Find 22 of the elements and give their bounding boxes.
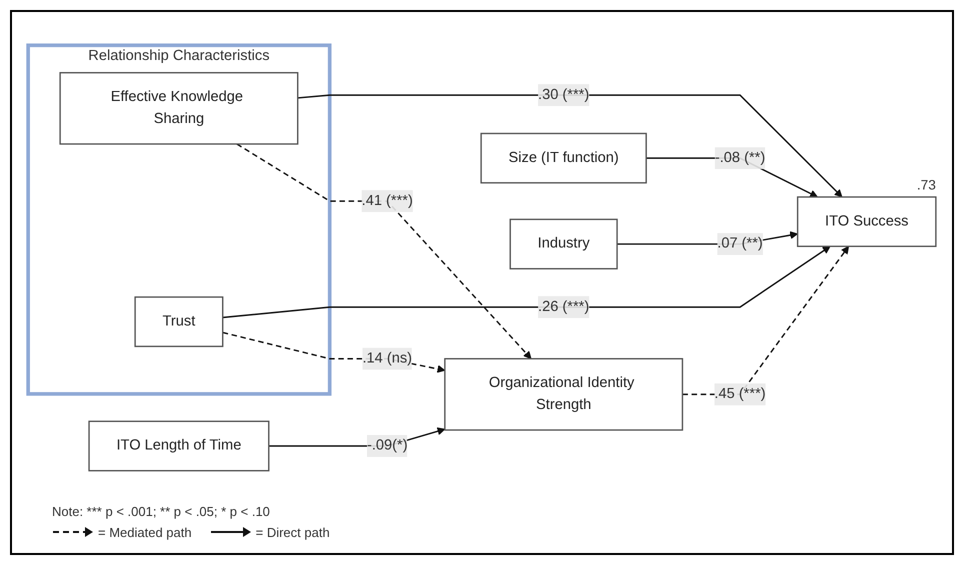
legend-text: = Direct path [256,524,330,540]
node-box: Trust [134,296,224,347]
edge-label: -.09(*) [366,438,408,454]
node-box: ITO Success [796,196,937,247]
edge-label: .14 (ns) [362,350,412,366]
edge-label: .26 (***) [538,298,590,314]
node-box: Size (IT function) [480,132,647,184]
r-squared-value: .73 [916,177,936,192]
node-box: Organizational Identity Strength [444,358,684,430]
edge-label: .45 (***) [714,386,766,402]
edge-label: -.08 (**) [714,150,766,166]
edge-label: .41 (***) [362,192,413,208]
node-box: ITO Length of Time [88,420,270,472]
arrow [222,246,831,318]
note-text: Note: *** p < .001; ** p < .05; * p < .10 [52,504,271,518]
arrow [222,332,446,373]
legend-text: = Mediated path [98,524,192,540]
node-box: Effective Knowledge Sharing [59,72,298,144]
edge-label: .07 (**) [717,236,763,252]
edge-label: .30 (***) [538,86,590,102]
node-box: Industry [510,218,618,270]
arrow [236,143,532,359]
